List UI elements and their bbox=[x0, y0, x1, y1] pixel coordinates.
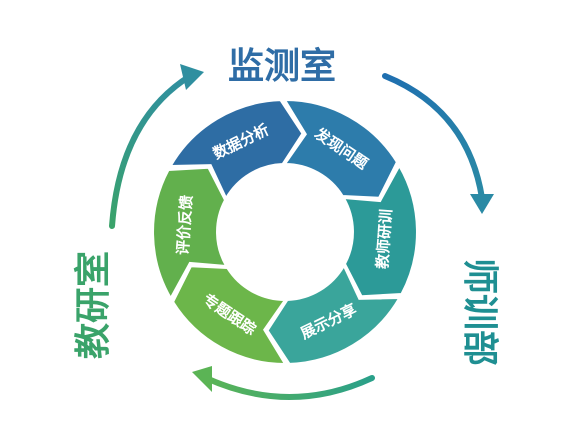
cycle-segment-2 bbox=[283, 98, 399, 199]
cycle-segment-label-6: 评价反馈 bbox=[174, 194, 196, 255]
cycle-segment-1 bbox=[168, 99, 304, 201]
cycle-segment-5 bbox=[171, 265, 287, 366]
outer-label-left: 教研室 bbox=[73, 251, 114, 359]
outer-label-top: 监测室 bbox=[228, 46, 336, 87]
cycle-ring: 数据分析发现问题教师研训展示分享专题跟踪评价反馈 bbox=[152, 98, 418, 366]
outer-arrow-bottom bbox=[203, 375, 375, 400]
outer-arrow-right-head bbox=[470, 194, 494, 214]
cycle-segment-3 bbox=[342, 163, 418, 298]
outer-arrow-right bbox=[382, 73, 485, 201]
outer-label-right: 师训部 bbox=[459, 258, 500, 366]
cycle-segment-6 bbox=[152, 166, 228, 301]
outer-arrow-left-head bbox=[180, 64, 204, 90]
outer-arrows bbox=[109, 64, 494, 400]
cycle-segment-4 bbox=[266, 263, 402, 365]
outer-arrow-left bbox=[109, 73, 193, 229]
outer-arrow-bottom-head bbox=[192, 366, 212, 392]
cycle-segment-label-3: 教师研训 bbox=[373, 208, 395, 270]
